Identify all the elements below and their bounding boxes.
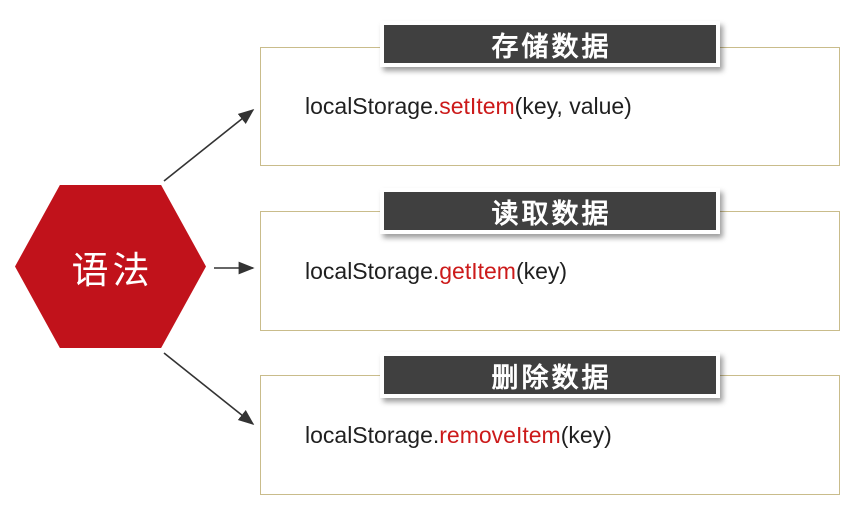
remove-data-header-label: 删除数据 [491, 362, 612, 393]
arrow-to-store-card [163, 109, 255, 182]
code-object: localStorage. [305, 93, 440, 119]
code-args: (key) [515, 257, 568, 284]
store-data-header: 存储数据 [380, 21, 720, 67]
syntax-hexagon-label: 语法 [71, 249, 154, 291]
store-data-code: localStorage.setItem(key, value) [261, 93, 632, 120]
read-data-header: 读取数据 [380, 188, 720, 234]
remove-data-header: 删除数据 [380, 352, 720, 398]
code-method: removeItem [439, 421, 561, 448]
store-data-header-label: 存储数据 [491, 31, 612, 62]
code-args: (key, value) [514, 93, 632, 119]
syntax-hexagon: 语法 [10, 180, 211, 353]
code-method: setItem [439, 93, 515, 119]
code-method: getItem [439, 257, 516, 284]
read-data-header-label: 读取数据 [491, 198, 612, 229]
remove-data-code: localStorage.removeItem(key) [261, 422, 612, 449]
code-object: localStorage. [305, 257, 440, 284]
syntax-hexagon-fill: 语法 [15, 185, 206, 348]
code-object: localStorage. [305, 421, 440, 448]
code-args: (key) [560, 421, 612, 448]
read-data-code: localStorage.getItem(key) [261, 258, 567, 285]
arrow-to-remove-card [163, 352, 255, 425]
